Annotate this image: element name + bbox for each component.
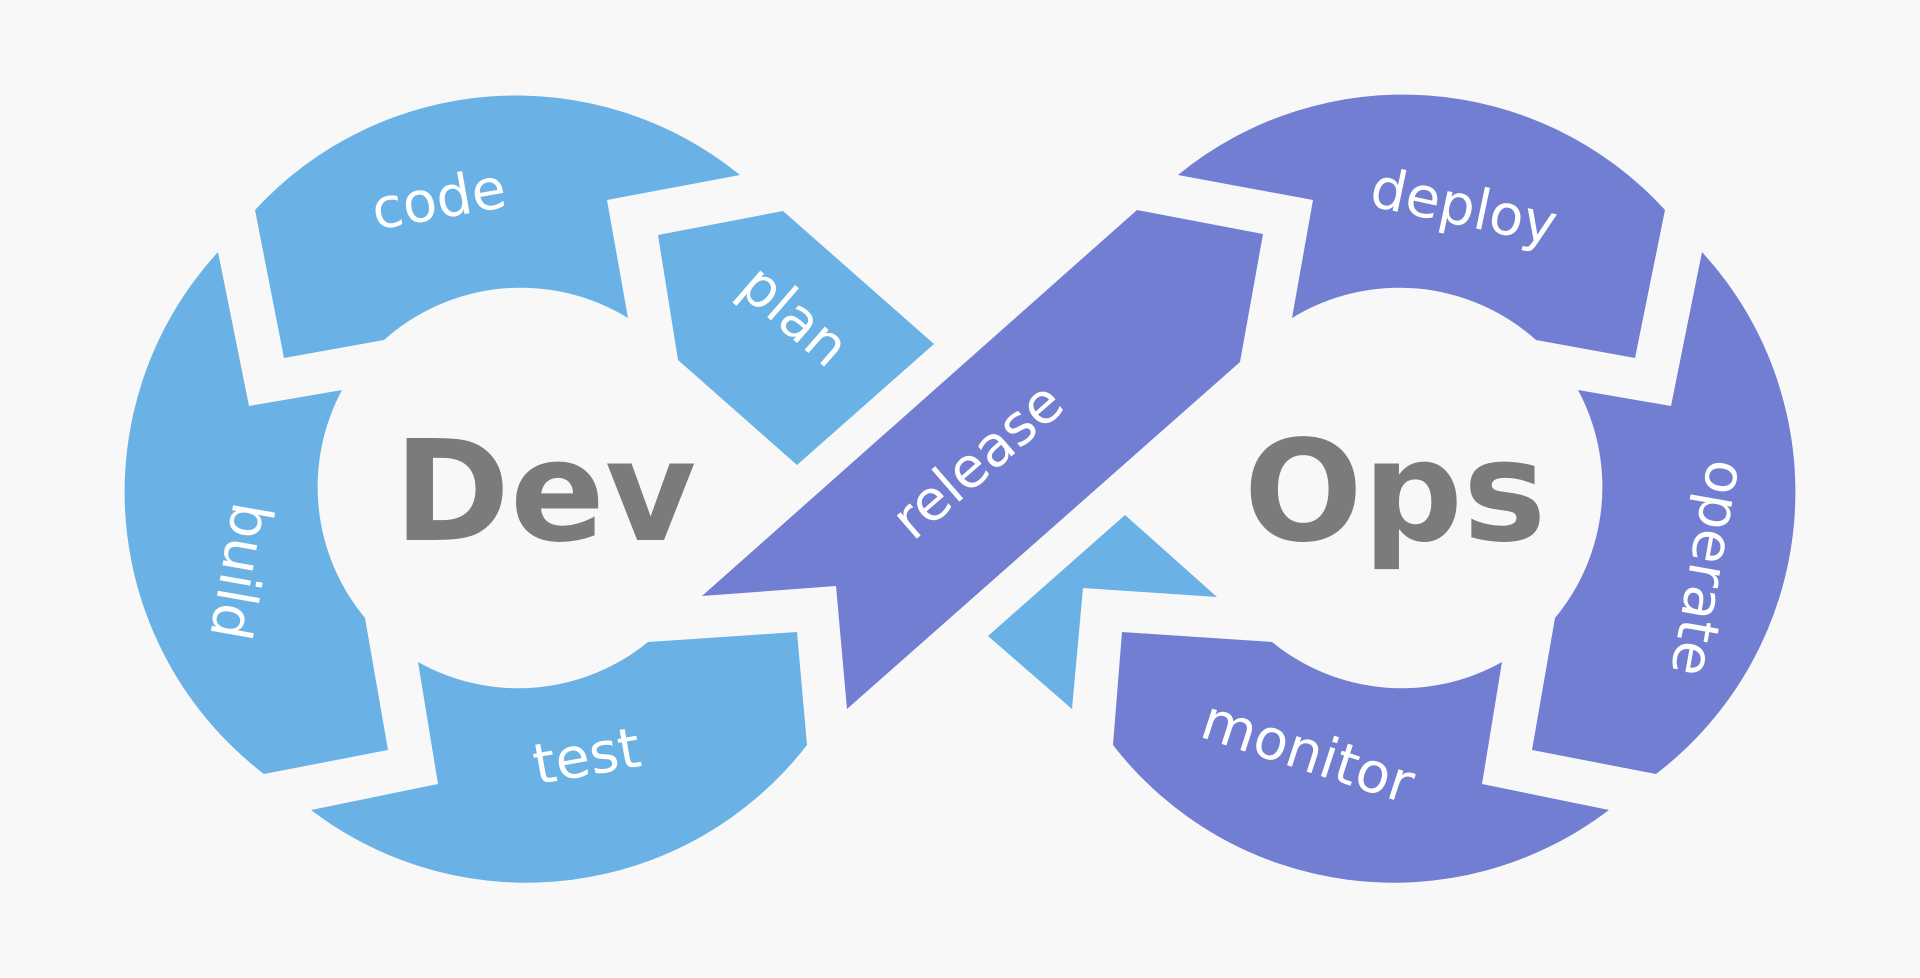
test-segment	[311, 632, 807, 883]
deploy-segment	[1178, 94, 1665, 359]
plan-segment	[658, 211, 934, 465]
code-segment	[255, 95, 740, 359]
release-segment	[702, 210, 1263, 709]
dev-title: Dev	[394, 411, 696, 574]
build-segment	[124, 252, 389, 774]
dev-loop	[124, 95, 1217, 883]
ops-return-arrow-tip	[988, 515, 1217, 709]
ops-loop	[702, 94, 1796, 883]
ops-title: Ops	[1244, 411, 1547, 574]
monitor-segment	[1113, 632, 1609, 883]
operate-segment	[1532, 252, 1796, 774]
